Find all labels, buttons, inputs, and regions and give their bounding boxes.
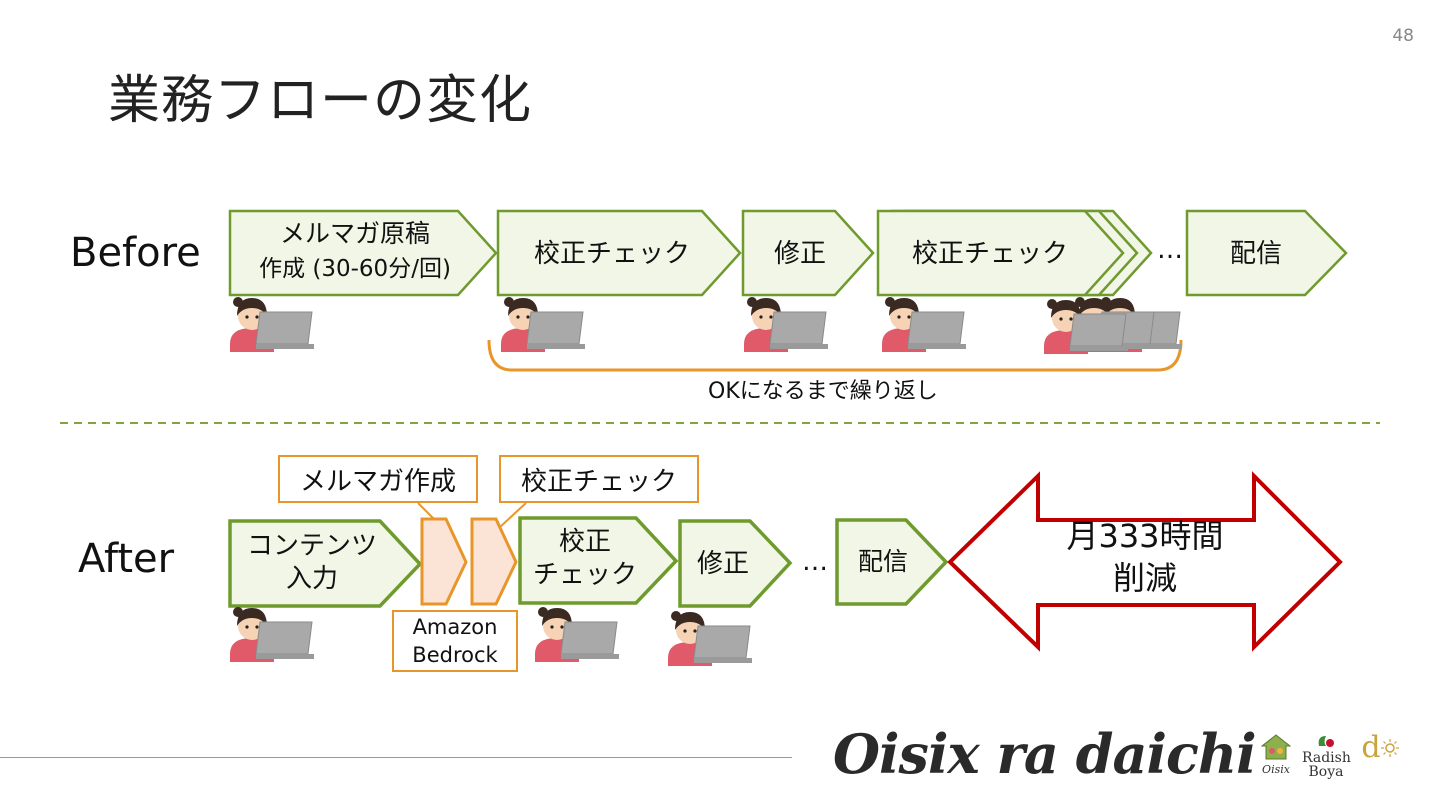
- before-label: Before: [70, 230, 201, 276]
- result-line2: 削減: [1113, 559, 1177, 597]
- bedrock-line1: Amazon: [412, 615, 498, 639]
- person-laptop-icon: [500, 296, 586, 353]
- before-step-3-shape: [741, 209, 875, 297]
- radish-boya-logo: Radish Boya: [1302, 734, 1351, 780]
- oisix-logo: Oisix: [1258, 734, 1294, 776]
- oisix-brand-text: Oisix: [1262, 763, 1290, 776]
- after-label: After: [78, 536, 175, 582]
- daichi-logo: d: [1356, 730, 1404, 765]
- callout-mail-create: メルマガ作成: [278, 455, 478, 503]
- callout-check-pointer: [499, 502, 527, 528]
- person-laptop-icon: [743, 296, 829, 353]
- before-step-1-shape: [228, 209, 498, 297]
- before-step-4-shape: [876, 209, 1125, 297]
- before-step-2-shape: [496, 209, 742, 297]
- before-step-3-label: 修正: [774, 239, 826, 269]
- result-line1: 月333時間: [1066, 517, 1223, 555]
- oisix-emblem-icon: [1260, 734, 1292, 760]
- before-step-1-line1: メルマガ原稿: [280, 219, 430, 248]
- after-step-3-shape: [678, 519, 793, 608]
- daichi-brand-text: d: [1361, 730, 1381, 765]
- before-step-5-label: 配信: [1230, 239, 1282, 269]
- before-ellipsis: …: [1157, 235, 1183, 265]
- ai-step-check-shape: [470, 517, 518, 606]
- page-title: 業務フローの変化: [108, 71, 533, 131]
- before-step-1-line2: 作成 (30-60分/回): [259, 256, 451, 282]
- loop-bracket: [487, 339, 1183, 372]
- before-step-4-label: 校正チェック: [912, 239, 1068, 269]
- ai-step-create-shape: [420, 517, 468, 606]
- bedrock-line2: Bedrock: [412, 643, 498, 667]
- radish-leaf-icon: [1318, 736, 1334, 747]
- before-step-5-shape: [1185, 209, 1348, 297]
- after-step-2-line1: 校正: [559, 527, 611, 557]
- after-step-4-shape: [835, 518, 949, 606]
- brand-logo: Oisix ra daichi: [833, 722, 1257, 786]
- before-step-2-label: 校正チェック: [534, 239, 690, 269]
- result-arrow: [947, 471, 1343, 652]
- sun-icon: [1380, 738, 1399, 757]
- after-ellipsis: …: [802, 547, 828, 577]
- after-step-4-label: 配信: [858, 547, 908, 576]
- callout-create-pointer: [417, 502, 435, 520]
- footer-divider: [0, 757, 792, 758]
- before-flow: メルマガ原稿 作成 (30-60分/回) 校正チェック 修正 校正チェック … …: [228, 209, 1348, 372]
- after-step-1-line1: コンテンツ: [247, 531, 377, 561]
- person-laptop-icon: [667, 610, 753, 667]
- person-laptop-icon: [229, 296, 315, 353]
- person-laptop-icon: [881, 296, 967, 353]
- amazon-bedrock-label: Amazon Bedrock: [392, 610, 518, 672]
- page-number: 48: [1392, 26, 1414, 46]
- radish-brand-line1: Radish: [1302, 750, 1351, 766]
- after-step-2-line2: チェック: [533, 560, 637, 590]
- after-step-1-line2: 入力: [286, 564, 338, 594]
- loop-label: OKになるまで繰り返し: [708, 379, 938, 404]
- radish-brand-line2: Boya: [1308, 764, 1344, 780]
- callout-proof-check: 校正チェック: [499, 455, 699, 503]
- person-laptop-icon: [534, 606, 620, 663]
- after-flow: コンテンツ 入力 校正 チェック 修正 … 配信 月333時間 削減: [228, 471, 1343, 652]
- after-step-3-label: 修正: [697, 549, 749, 579]
- after-step-1-shape: [228, 519, 423, 608]
- after-step-2-shape: [518, 516, 679, 605]
- person-laptop-icon: [229, 606, 315, 663]
